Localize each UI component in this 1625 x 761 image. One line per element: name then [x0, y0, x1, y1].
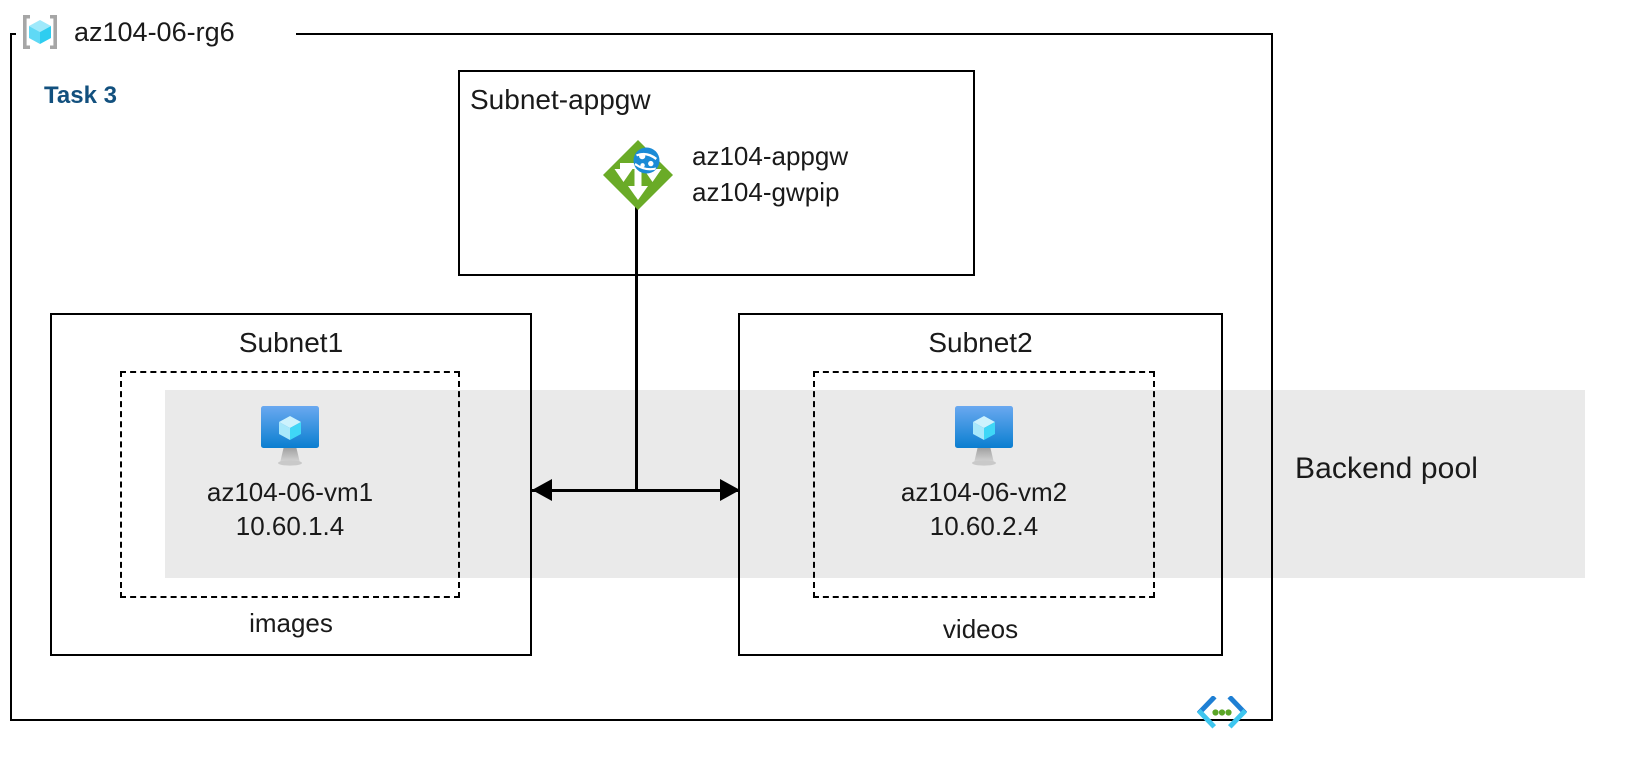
application-gateway-labels: az104-appgw az104-gwpip: [692, 139, 848, 211]
subnet1-vm-group-dashed-box: [120, 371, 460, 598]
subnet2-footer-label: videos: [942, 614, 1019, 644]
resource-group-box: [10, 33, 1273, 721]
application-gateway-resource: az104-appgw az104-gwpip: [600, 137, 848, 213]
backend-pool-band: [165, 390, 1585, 578]
resource-group-name: az104-06-rg6: [74, 16, 235, 47]
subnet1-footer-label: images: [249, 608, 333, 638]
subnet2-vm-group-dashed-box: [813, 371, 1155, 598]
resource-group-header: az104-06-rg6: [18, 8, 235, 56]
backend-pool-label: Backend pool: [1295, 452, 1479, 485]
appgw-to-subnets-vertical-line: [635, 206, 638, 492]
azure-code-template-icon: [1196, 694, 1248, 730]
subnet1-subnet2-horizontal-line: [532, 489, 740, 492]
virtual-machine-icon: [250, 406, 330, 474]
subnet2-title: Subnet2: [928, 327, 1033, 358]
subnet1-vm-block: az104-06-vm1 10.60.1.4: [120, 398, 460, 544]
subnet2-vm-name: az104-06-vm2: [900, 477, 1068, 507]
subnet1-box: [50, 313, 532, 656]
subnet-appgw-box: [458, 70, 975, 276]
subnet1-title: Subnet1: [238, 327, 344, 358]
subnet1-vm-ip: 10.60.1.4: [235, 511, 345, 542]
resource-group-title-gap: [16, 10, 296, 58]
subnet2-vm-ip: 10.60.2.4: [929, 511, 1039, 542]
appgw-name-line: az104-appgw: [692, 141, 849, 172]
application-gateway-icon: [600, 137, 676, 213]
task-label: Task 3: [44, 82, 117, 109]
subnet2-vm-block: az104-06-vm2 10.60.2.4: [813, 398, 1155, 544]
subnet1-vm-name: az104-06-vm1: [206, 477, 374, 507]
virtual-machine-icon: [944, 406, 1024, 474]
subnet-appgw-title: Subnet-appgw: [470, 84, 651, 115]
appgw-pip-line: az104-gwpip: [692, 177, 840, 207]
arrow-head-left-icon: [532, 479, 552, 501]
arrow-head-right-icon: [720, 479, 740, 501]
resource-group-cube-icon: [18, 12, 62, 52]
